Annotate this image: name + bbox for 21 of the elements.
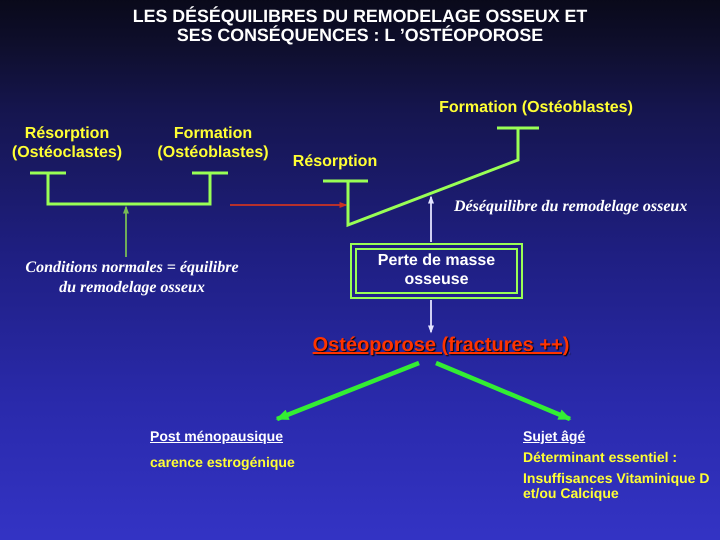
- level-balance-drawing: [28, 170, 230, 208]
- process-box: Perte de masse osseuse: [350, 243, 523, 299]
- arrow: [123, 206, 129, 257]
- underlined-heading: Sujet âgé: [523, 429, 586, 444]
- part-label: Résorption: [292, 152, 378, 171]
- outcome-label: Ostéoporose (fractures ++): [300, 333, 582, 363]
- arrow: [230, 202, 348, 208]
- text-label: carence estrogénique: [150, 455, 296, 470]
- part-label: Formation (Ostéoblastes): [438, 98, 634, 117]
- text-label: Déterminant essentiel :: [523, 450, 678, 465]
- arrow: [276, 360, 420, 422]
- part-label: Résorption (Ostéoclastes): [10, 124, 124, 162]
- text-label: Insuffisances Vitaminique D et/ou Calcique: [523, 471, 710, 501]
- arrow: [435, 360, 572, 422]
- part-label: Formation (Ostéoblastes): [156, 124, 270, 162]
- italic-note: Déséquilibre du remodelage osseux: [454, 197, 688, 217]
- arrow: [428, 196, 434, 242]
- italic-note: Conditions normales = équilibre du remodelage osseux: [19, 258, 245, 298]
- underlined-heading: Post ménopausique: [150, 429, 284, 444]
- arrow: [428, 300, 434, 334]
- slide-title: LES DÉSÉQUILIBRES DU REMODELAGE OSSEUX ET SES CONSÉQUENCES : L ’OSTÉOPOROSE: [132, 7, 588, 45]
